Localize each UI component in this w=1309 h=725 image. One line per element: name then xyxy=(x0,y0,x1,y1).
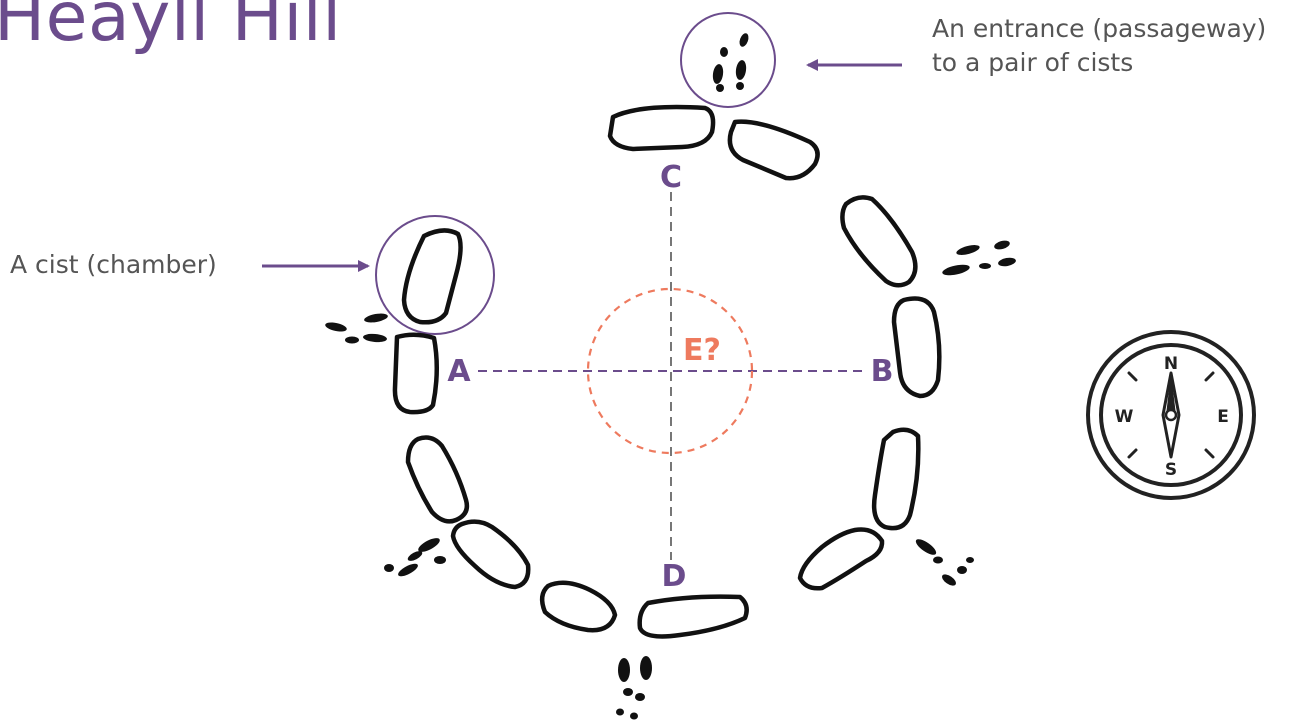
stone xyxy=(840,195,918,288)
entrance-annotation-line-2: to a pair of cists xyxy=(932,48,1134,77)
stone xyxy=(392,332,440,415)
stone xyxy=(405,435,470,524)
compass-east-label: E xyxy=(1217,407,1229,427)
stone xyxy=(797,527,885,591)
stone xyxy=(727,119,820,181)
entrance-annotation-line-1: An entrance (passageway) xyxy=(932,14,1267,43)
centre-circle xyxy=(586,287,754,455)
stone xyxy=(891,296,942,399)
compass-icon: N S E W xyxy=(1086,330,1256,500)
cist-annotation: A cist (chamber) xyxy=(10,250,217,279)
page-title: Heayll Hill xyxy=(0,0,342,57)
entrance-annotation: An entrance (passageway) to a pair of ci… xyxy=(932,12,1266,80)
compass-north-label: N xyxy=(1164,354,1178,374)
point-b-label: B xyxy=(871,354,894,389)
entrance-highlight-circle xyxy=(680,12,776,108)
stone xyxy=(637,594,749,639)
compass-west-label: W xyxy=(1115,407,1134,427)
point-c-label: C xyxy=(660,160,682,195)
footprints-icon xyxy=(325,33,1016,720)
cist-highlight-circle xyxy=(375,215,495,335)
compass-south-label: S xyxy=(1165,460,1177,480)
stone-ring xyxy=(392,104,942,639)
stone xyxy=(539,580,618,633)
point-e-label: E? xyxy=(683,333,721,368)
point-d-label: D xyxy=(662,559,687,594)
point-a-label: A xyxy=(447,354,471,389)
stone xyxy=(871,427,921,531)
stone xyxy=(401,228,463,325)
stone xyxy=(450,519,531,590)
stone xyxy=(607,104,716,152)
